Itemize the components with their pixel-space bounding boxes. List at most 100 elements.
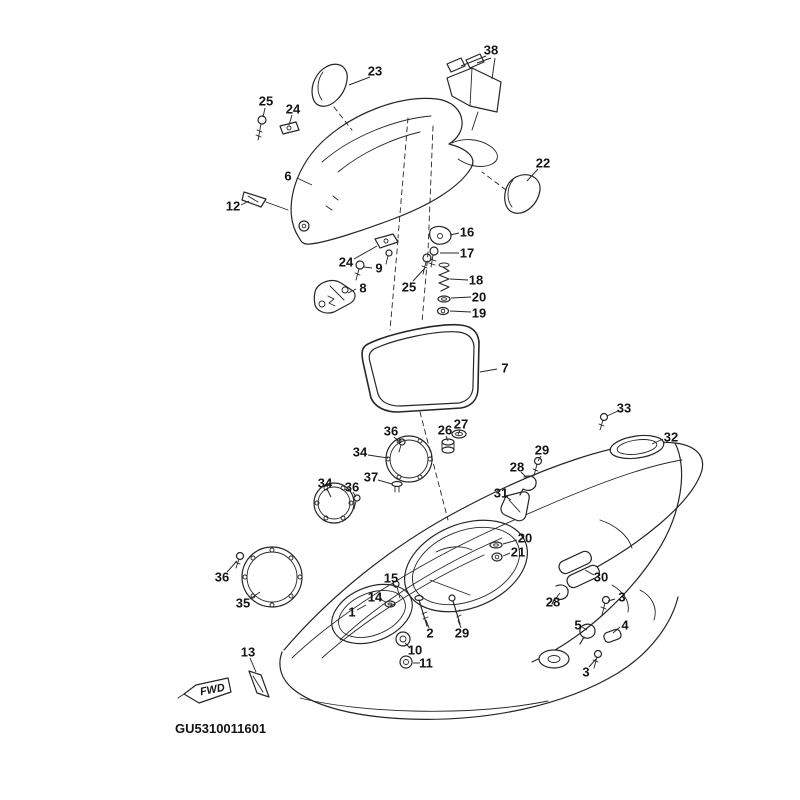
part-callout-33: 33 (617, 401, 631, 416)
hook-28-lower (551, 584, 569, 605)
part-callout-20: 20 (518, 531, 532, 546)
leader-line (606, 410, 619, 417)
part-callout-3: 3 (618, 590, 625, 605)
part-callout-37: 37 (364, 470, 378, 485)
access-cover-34-upper (385, 435, 433, 483)
part-callout-24: 24 (286, 102, 301, 117)
leader-line (449, 310, 472, 313)
washer-20-lower (489, 541, 503, 549)
bracket-24-mid (374, 233, 399, 265)
latch-assembly-8 (313, 279, 356, 314)
leader-line (584, 569, 595, 576)
access-cover-34-lower (313, 482, 355, 524)
part-callout-29: 29 (455, 626, 469, 641)
screw-3-lower (592, 649, 603, 669)
leader-line (460, 55, 487, 67)
part-callout-7: 7 (501, 361, 508, 376)
leader-line (348, 76, 371, 86)
clamp-16 (429, 225, 452, 245)
part-callout-28: 28 (510, 460, 524, 475)
leader-line (526, 168, 539, 182)
part-callout-17: 17 (460, 246, 474, 261)
part-callout-9: 9 (375, 261, 382, 276)
leader-line (520, 471, 528, 479)
fwd-label: FWD (199, 682, 226, 699)
leader-line (262, 107, 266, 118)
front-hatch-opening (331, 583, 413, 645)
leader-line (588, 658, 597, 668)
leader-line (378, 598, 387, 603)
pad-22 (481, 171, 541, 214)
leader-line (450, 296, 472, 299)
trim-strip-13 (248, 670, 270, 698)
fwd-marker: FWD (177, 677, 232, 704)
leader-line (377, 479, 393, 485)
leader-line (363, 266, 373, 269)
leader-line (581, 626, 588, 631)
plate-24-top (279, 121, 300, 135)
part-callout-19: 19 (472, 306, 486, 321)
part-callout-5: 5 (574, 618, 581, 633)
part-callout-34: 34 (318, 476, 333, 491)
pad-23 (311, 63, 353, 131)
leader-line (326, 488, 332, 498)
part-callout-16: 16 (460, 225, 474, 240)
leader-line (449, 278, 469, 281)
leader-line (367, 454, 389, 459)
leader-line (457, 619, 462, 629)
leader-line (412, 267, 426, 282)
leader-lines (226, 55, 664, 673)
grommet-26 (441, 438, 455, 454)
seat-opening (404, 519, 528, 613)
screw-36-left (234, 551, 245, 569)
access-cover-35 (241, 546, 303, 608)
part-callout-30: 30 (594, 570, 608, 585)
leader-line (296, 177, 313, 186)
spring-18 (438, 262, 450, 292)
screw-29-upper (532, 456, 543, 477)
leader-line (607, 598, 616, 602)
fuel-filler-cap (538, 649, 570, 669)
part-callout-18: 18 (469, 273, 483, 288)
leader-line (226, 560, 238, 573)
washer-14 (384, 600, 396, 608)
gasket-seal-7 (361, 323, 480, 413)
part-callout-3: 3 (582, 665, 589, 680)
leader-line (612, 626, 621, 634)
bracket-31 (500, 491, 530, 522)
leader-line (249, 591, 261, 600)
grommet-10 (395, 631, 411, 647)
part-callout-36: 36 (345, 480, 359, 495)
part-callout-29: 29 (535, 443, 549, 458)
leader-line (392, 582, 397, 589)
part-callout-21: 21 (511, 545, 525, 560)
pin-12 (241, 191, 289, 211)
screw-25-top (255, 115, 267, 141)
part-callout-1: 1 (348, 605, 355, 620)
screw-3-upper (600, 595, 611, 616)
bolt-2 (414, 594, 429, 627)
nut-19 (436, 306, 450, 316)
nut-21 (491, 552, 503, 562)
washer-20-upper (437, 295, 451, 303)
part-callout-8: 8 (359, 281, 366, 296)
part-callout-23: 23 (368, 64, 382, 79)
part-callout-14: 14 (368, 590, 383, 605)
leader-line (249, 657, 257, 673)
screw-17 (428, 246, 439, 268)
part-callout-15: 15 (384, 571, 398, 586)
leader-line (393, 436, 402, 444)
part-callout-32: 32 (664, 430, 678, 445)
strap-buckle-30 (558, 550, 600, 589)
part-callout-20: 20 (472, 290, 486, 305)
part-callout-13: 13 (241, 645, 255, 660)
leader-line (404, 642, 411, 649)
leader-line (425, 619, 430, 629)
bracket-38 (446, 53, 502, 131)
leader-line (457, 429, 461, 436)
leader-line (449, 232, 460, 236)
screw-33 (598, 412, 609, 431)
